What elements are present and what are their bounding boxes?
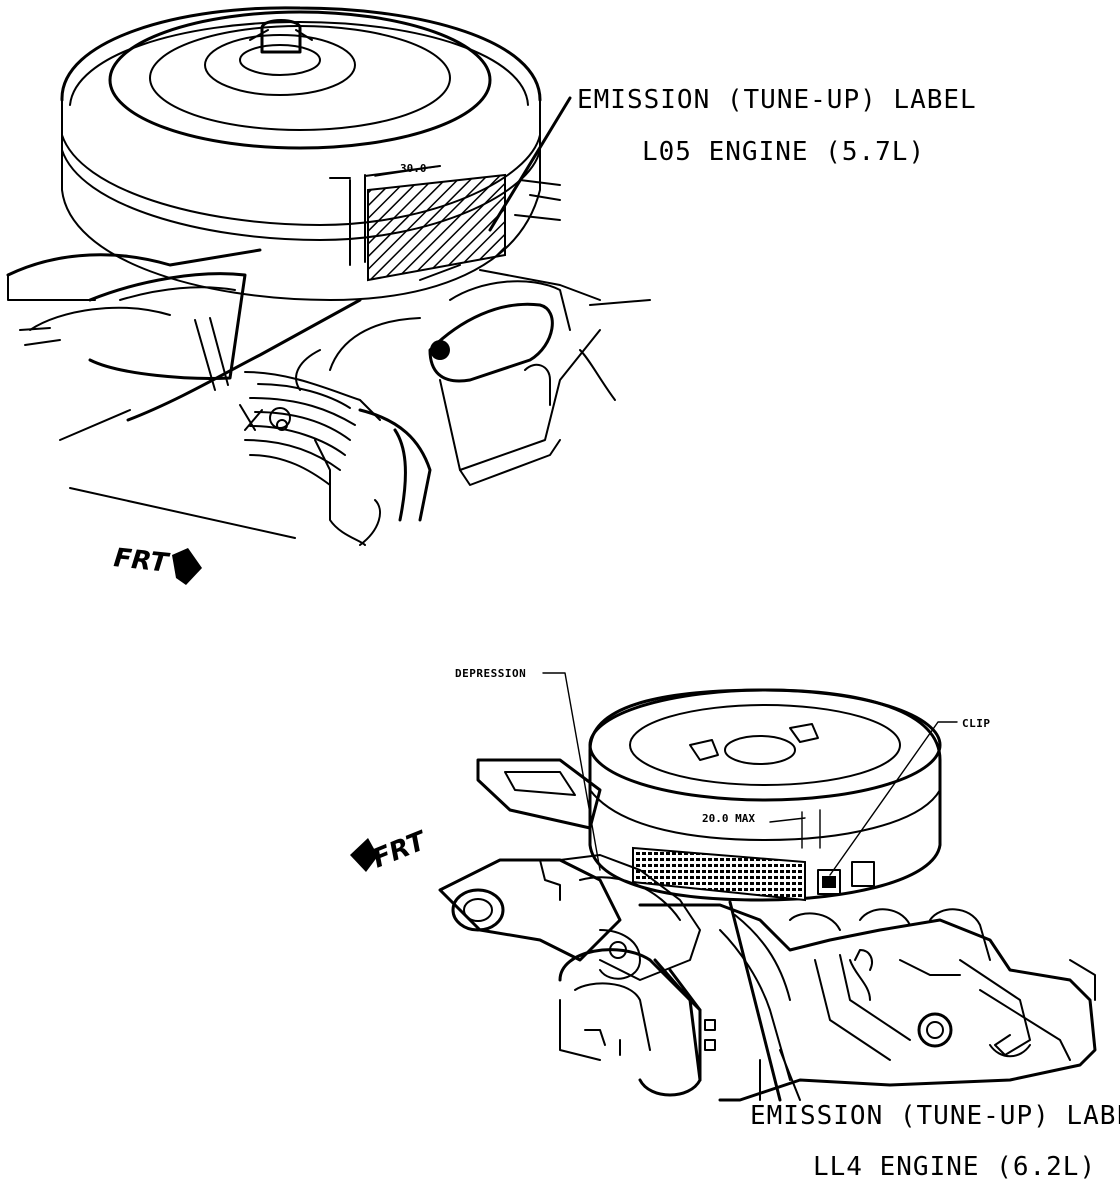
top-emission-label-callout: EMISSION (TUNE-UP) LABEL (577, 85, 977, 115)
depression-leader-line (542, 672, 601, 871)
bottom-engine-illustration (438, 688, 1097, 1102)
bottom-frt-arrow-icon (350, 838, 378, 872)
top-frt-text: FRT (112, 543, 171, 579)
depression-callout: DEPRESSION (455, 667, 526, 680)
top-dimension-label: 30.0 (400, 162, 427, 175)
top-engine-illustration (6, 6, 651, 546)
clip-callout: CLIP (962, 717, 991, 730)
top-front-direction-indicator: FRT (112, 543, 202, 585)
bottom-emission-label-callout: EMISSION (TUNE-UP) LABEL (750, 1101, 1120, 1131)
bottom-frt-text: FRT (368, 825, 432, 874)
top-frt-arrow-icon (172, 548, 202, 585)
clip-leader-line (829, 721, 958, 876)
bottom-label-leader-line (728, 900, 782, 1102)
top-engine-callout: L05 ENGINE (5.7L) (642, 137, 925, 167)
top-label-leader-line (488, 96, 572, 232)
bottom-front-direction-indicator: FRT (350, 825, 432, 874)
bottom-engine-callout: LL4 ENGINE (6.2L) (813, 1152, 1096, 1180)
bottom-dimension-label: 20.0 MAX (702, 812, 755, 825)
